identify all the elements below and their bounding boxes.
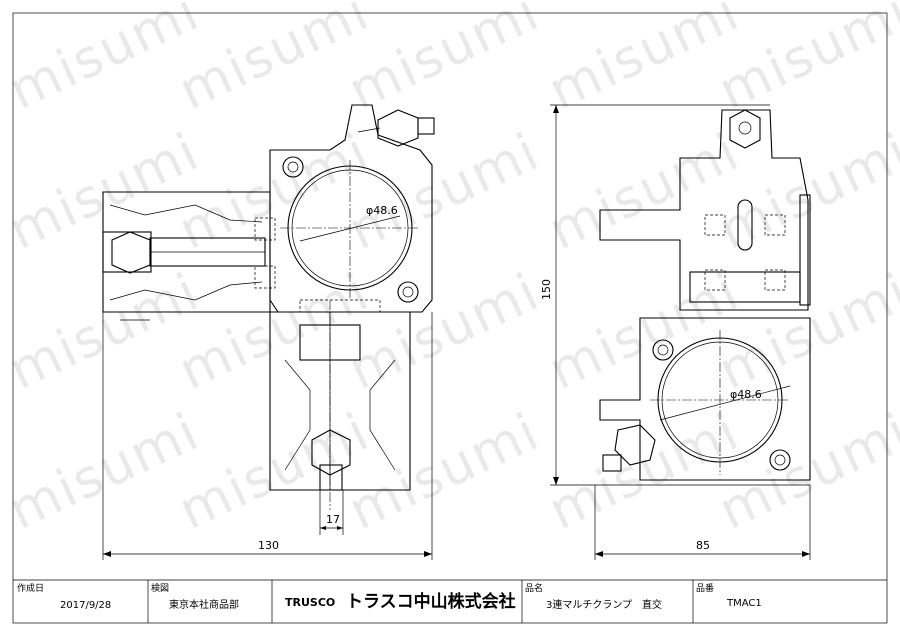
sheet-border [12,12,888,624]
svg-text:misumi: misumi [340,402,549,542]
name-value: 3連マルチクランプ 直交 [546,598,662,611]
logo-jp: トラスコ中山株式会社 [346,591,516,612]
svg-text:misumi: misumi [540,402,749,542]
svg-text:misumi: misumi [540,122,749,262]
svg-text:misumi: misumi [170,262,379,402]
svg-text:misumi: misumi [0,262,209,402]
svg-text:misumi: misumi [340,0,549,122]
dimension-85: 85 [594,485,811,560]
svg-text:misumi: misumi [540,262,749,402]
side-view: φ48.6 [599,109,811,481]
svg-text:misumi: misumi [710,402,900,542]
svg-text:misumi: misumi [710,262,900,402]
front-view: φ48.6 [102,104,435,510]
dim-150-text: 150 [540,279,553,300]
logo-en: TRUSCO [285,596,335,609]
dim-17-text: 17 [326,513,340,526]
dim-85-text: 85 [696,539,710,552]
date-label: 作成日 [17,582,44,594]
dimension-130: 130 [102,312,433,560]
svg-text:misumi: misumi [170,402,379,542]
svg-text:misumi: misumi [710,122,900,262]
svg-text:misumi: misumi [340,262,549,402]
name-label: 品名 [525,582,543,594]
svg-text:misumi: misumi [0,402,209,542]
part-value: TMAC1 [726,598,762,609]
bore-dimension-left: φ48.6 [366,204,398,217]
dim-130-text: 130 [258,539,279,552]
bore-dimension-right: φ48.6 [730,388,762,401]
svg-text:misumi: misumi [0,0,209,122]
date-value: 2017/9/28 [60,600,111,611]
svg-text:misumi: misumi [170,0,379,122]
title-block: 作成日 2017/9/28 検図 東京本社商品部 TRUSCO トラスコ中山株式… [13,579,887,623]
inspect-value: 東京本社商品部 [169,598,239,611]
svg-text:misumi: misumi [540,0,749,122]
dimension-17: 17 [319,490,344,535]
inspect-label: 検図 [151,582,169,594]
part-label: 品番 [696,582,714,594]
svg-text:misumi: misumi [340,122,549,262]
dimension-150: 150 [540,104,810,486]
